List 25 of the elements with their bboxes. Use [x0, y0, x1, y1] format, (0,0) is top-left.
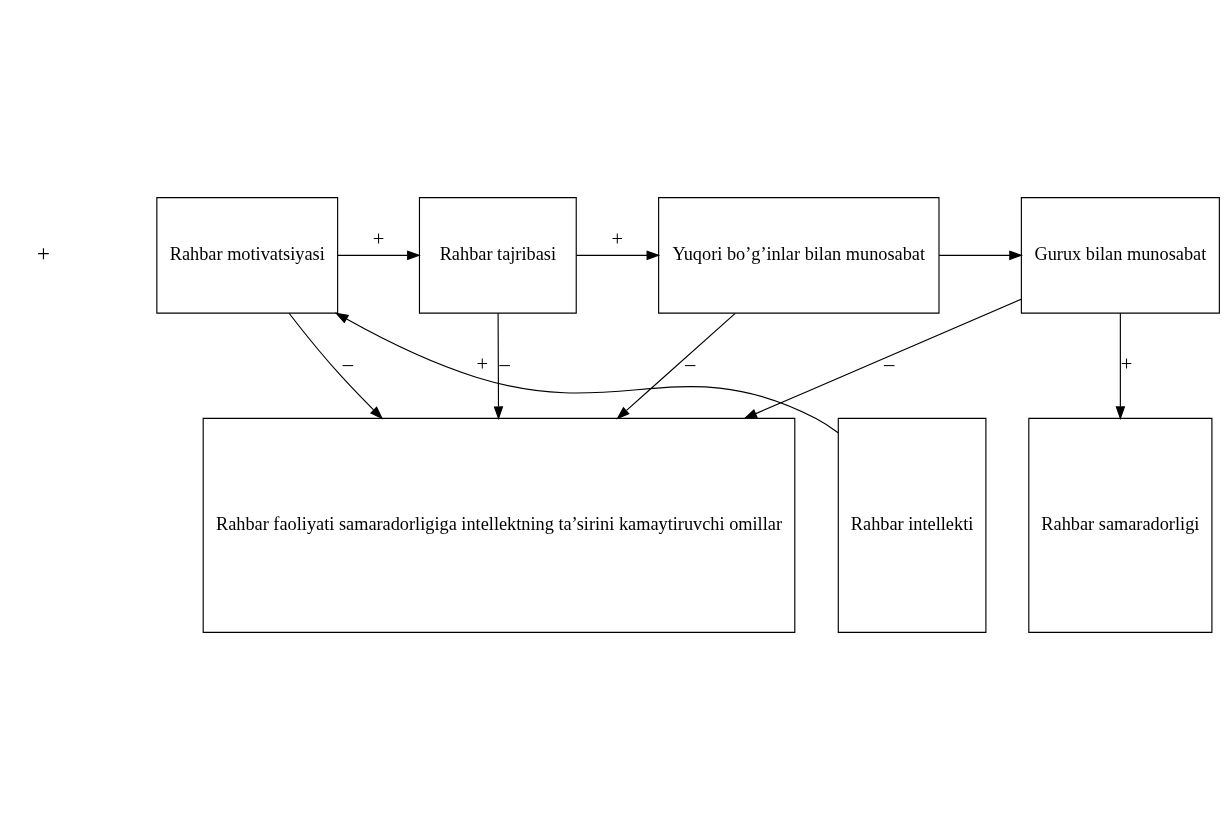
arrow: [938, 250, 1023, 260]
arrow: [575, 250, 661, 260]
edge-label: +: [1120, 352, 1133, 375]
edge-label: +: [611, 227, 624, 250]
node-box: Rahbar tajribasi: [418, 196, 577, 314]
edge-label: –: [884, 352, 895, 375]
arrow: [1115, 312, 1126, 420]
node-box: Rahbar faoliyati samaradorligiga intellektning ta’sirini kamaytiruvchi omillar: [202, 417, 796, 633]
arrow: [288, 312, 384, 419]
node-box: Rahbar intellekti: [837, 417, 987, 633]
edge-label: +: [372, 227, 385, 250]
label: +: [37, 240, 50, 266]
arrow: [337, 250, 421, 260]
arrow: [616, 312, 736, 420]
edge-label: –: [342, 352, 354, 375]
edge-label: –: [499, 352, 510, 375]
edge-label: +: [476, 352, 489, 375]
node-box: Gurux bilan munosabat: [1020, 196, 1220, 314]
node-box: Yuqori bo’g’inlar bilan munosabat: [658, 196, 940, 314]
edge-label: –: [684, 352, 696, 375]
node-box: Rahbar samaradorligi: [1028, 417, 1213, 633]
arrow: [743, 298, 1022, 419]
node-box: Rahbar motivatsiyasi: [156, 196, 339, 314]
arrow: [493, 312, 504, 420]
arrow: [334, 311, 839, 433]
